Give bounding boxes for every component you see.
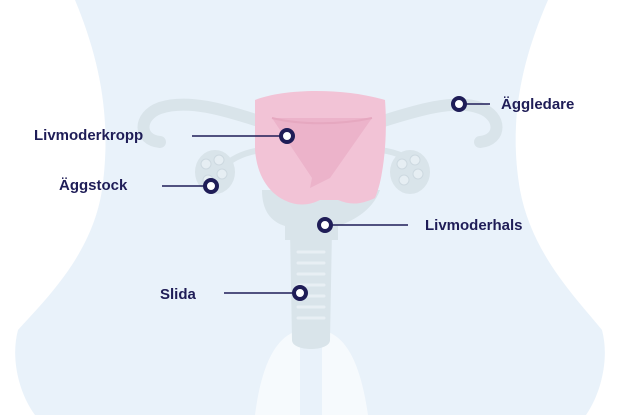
marker-livmoderkropp — [281, 130, 293, 142]
body-silhouette-right — [516, 0, 619, 415]
label-livmoderkropp: Livmoderkropp — [34, 127, 143, 145]
label-slida: Slida — [160, 286, 196, 304]
label-aggledare: Äggledare — [501, 96, 574, 114]
label-aggstock: Äggstock — [59, 177, 127, 195]
ovary-right — [390, 150, 430, 194]
fallopian-tube-right — [380, 105, 497, 142]
marker-aggledare — [453, 98, 465, 110]
marker-slida — [294, 287, 306, 299]
body-silhouette-left — [0, 0, 106, 415]
marker-livmoderhals — [319, 219, 331, 231]
label-livmoderhals: Livmoderhals — [425, 217, 523, 235]
marker-aggstock — [205, 180, 217, 192]
vagina-rugae — [298, 252, 324, 318]
